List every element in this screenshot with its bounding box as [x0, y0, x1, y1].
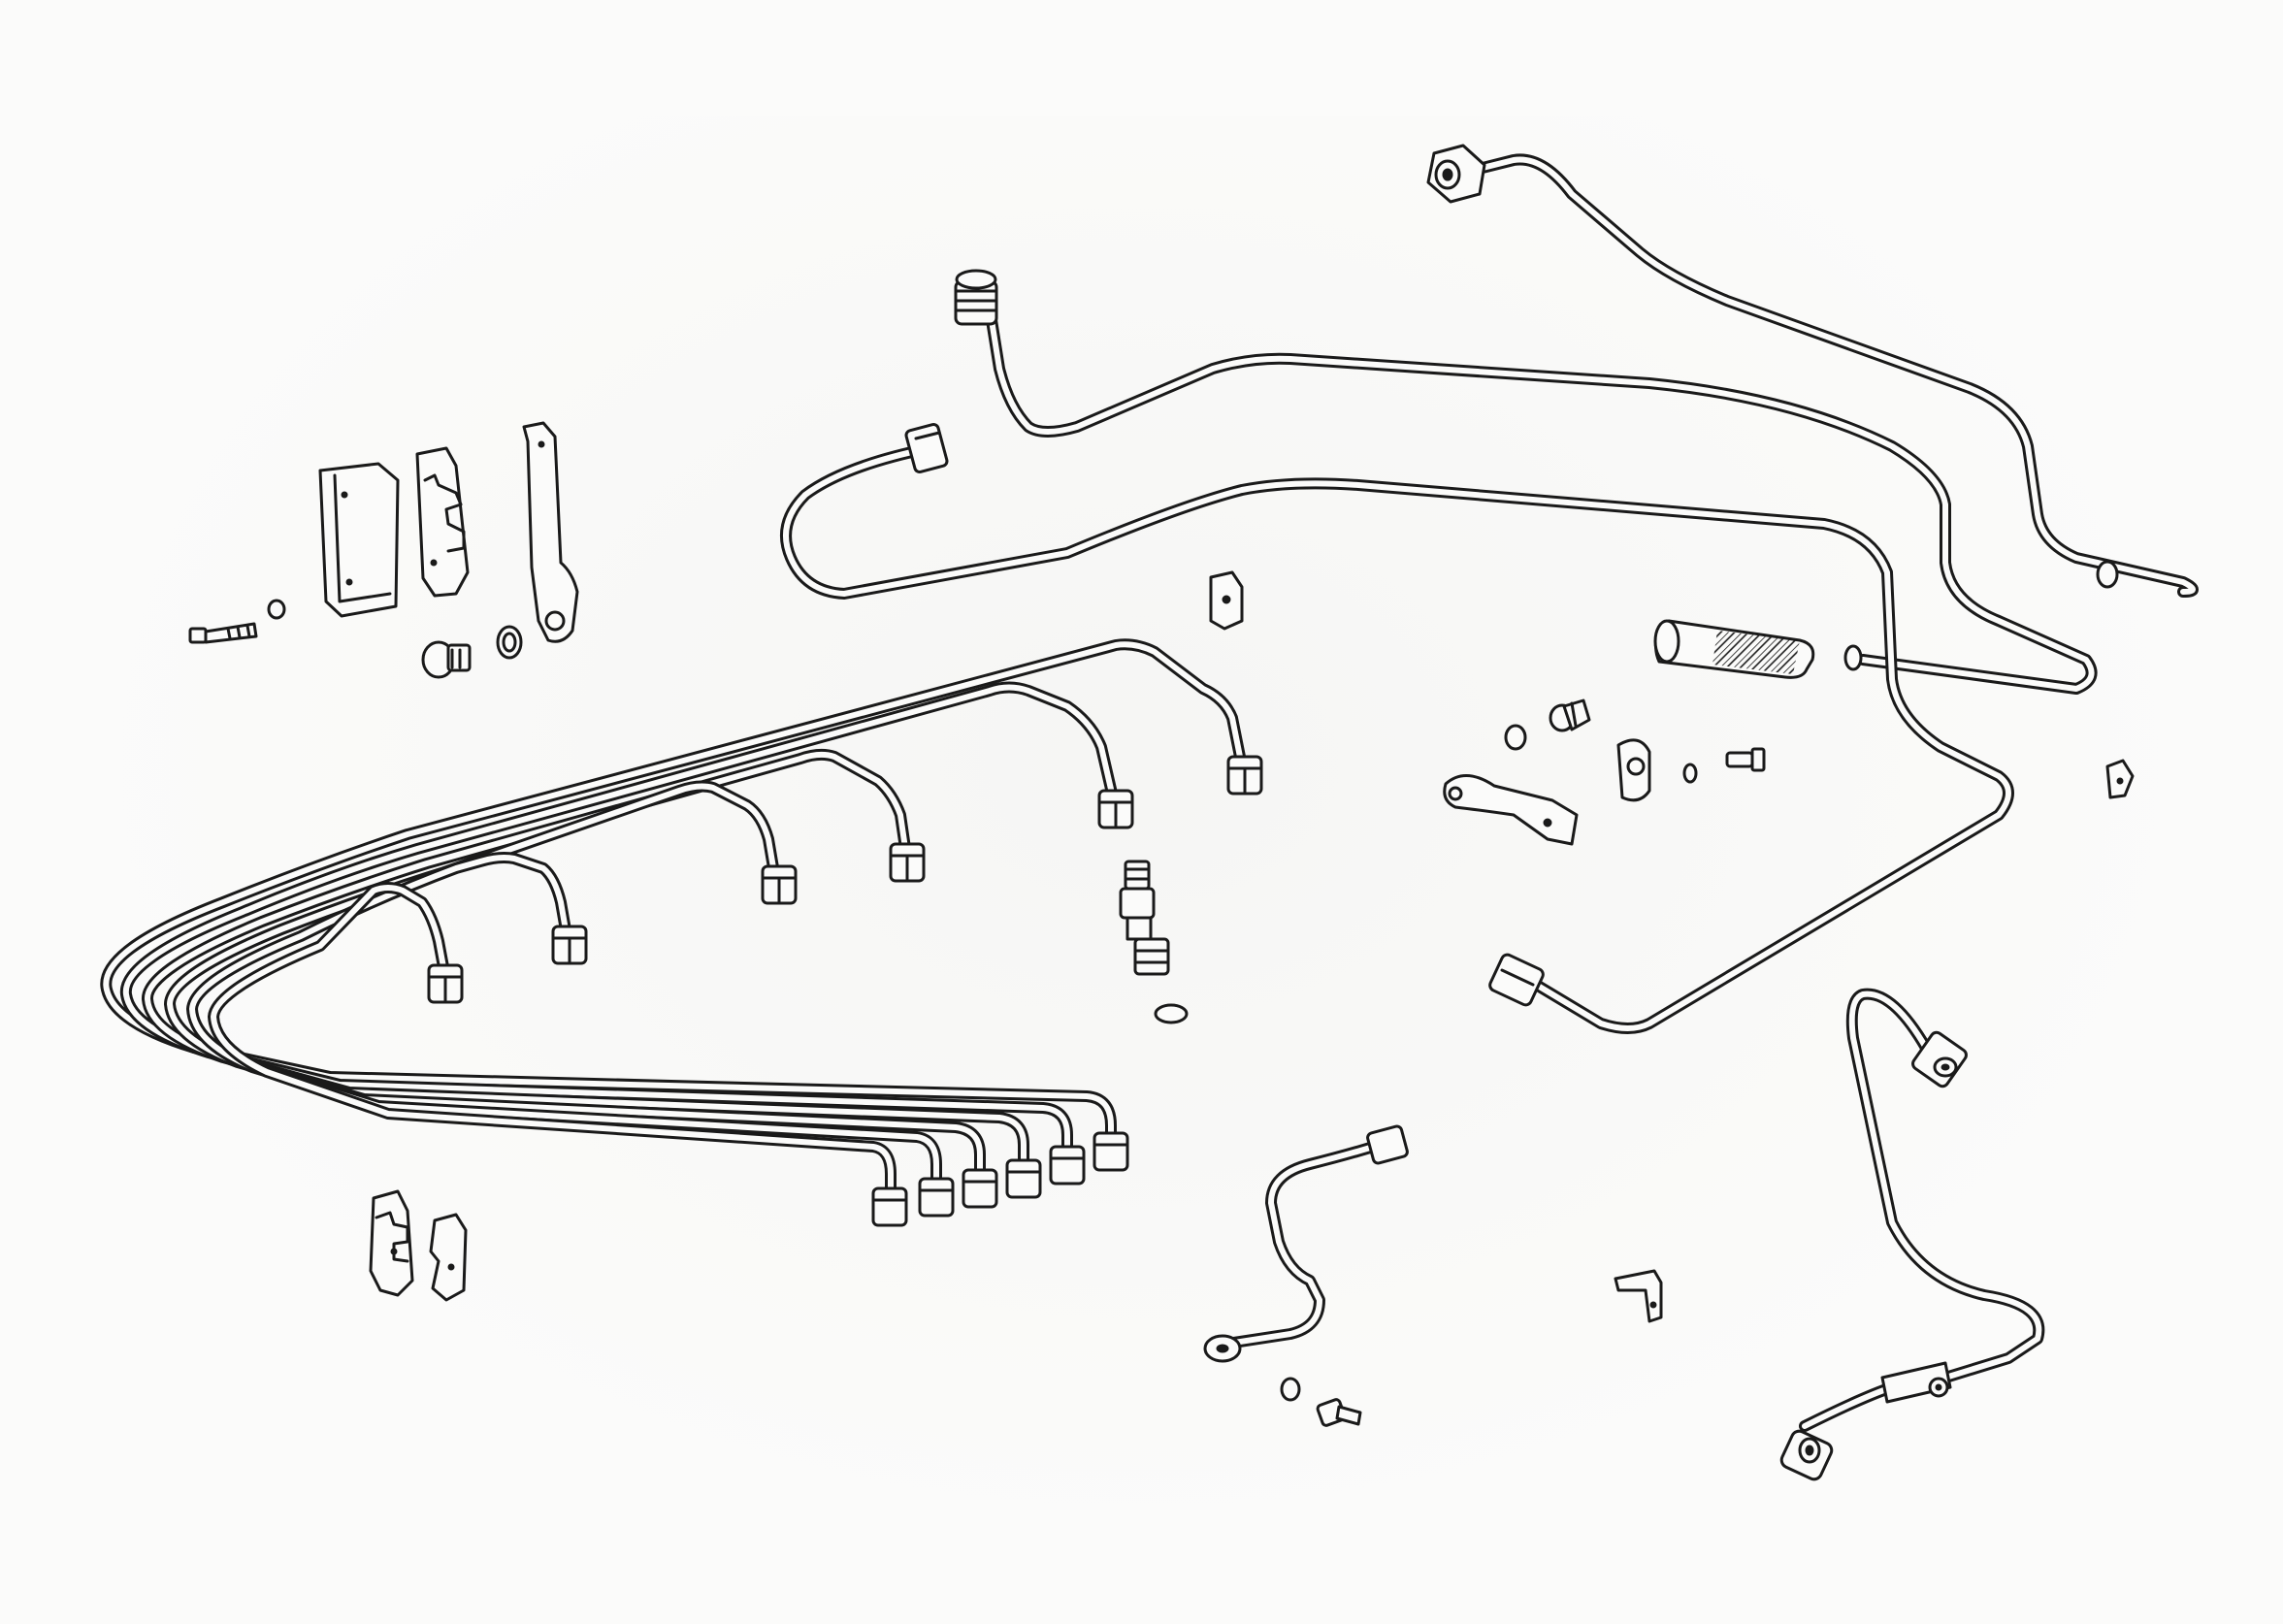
union-nut — [1005, 1158, 1042, 1199]
small-screw — [1316, 1398, 1362, 1427]
return-pipe-middle — [986, 314, 2098, 695]
lock-washer — [267, 599, 286, 620]
injection-line — [208, 882, 897, 1201]
clamp-block-lower — [369, 1189, 414, 1297]
pipe-nut — [904, 422, 949, 474]
short-bent-pipe — [1203, 1124, 1409, 1363]
injector — [1119, 860, 1189, 1024]
union-nut — [889, 842, 926, 883]
hex-nut-fitting — [1779, 1429, 1834, 1481]
hex-bolt — [1549, 698, 1591, 732]
clamp-block-half — [429, 1213, 468, 1302]
union-nut — [427, 963, 464, 1004]
union-nut — [1097, 789, 1134, 829]
small-clip — [1209, 570, 1244, 631]
u-bracket — [318, 462, 400, 618]
return-pipe-loop — [780, 442, 2014, 1034]
union-nut — [1093, 1131, 1129, 1172]
angle-clip — [2105, 759, 2135, 799]
right-bent-pipe — [1779, 988, 2045, 1481]
threaded-fitting — [954, 269, 998, 326]
union-nut — [1049, 1145, 1086, 1186]
sealing-washer — [1154, 1003, 1189, 1024]
pipe-nut-lower — [1488, 953, 1545, 1007]
washer — [1504, 724, 1527, 751]
pipe-nut — [1366, 1124, 1409, 1165]
banjo-fitting — [1203, 1334, 1242, 1363]
return-pipe-upper — [1450, 153, 2199, 598]
clamp-block — [415, 446, 470, 598]
hex-bolt — [421, 640, 472, 679]
small-screw — [1725, 747, 1766, 772]
pipe-clip — [1616, 738, 1651, 802]
washer — [1280, 1377, 1301, 1402]
flat-bracket — [1443, 774, 1579, 846]
rubber-hose — [1653, 619, 1815, 679]
union-nut — [761, 864, 798, 905]
clamp-blocks — [369, 1189, 468, 1302]
long-bolt — [188, 622, 258, 644]
injection-line-set — [100, 638, 1263, 1227]
pipe-open-end — [2096, 560, 2119, 589]
union-nut — [1226, 755, 1263, 796]
mounting-brackets — [188, 421, 579, 679]
lock-washer — [1682, 763, 1698, 784]
tee-fitting — [1880, 1361, 1952, 1404]
union-nut — [871, 1186, 908, 1227]
hex-nut-fitting — [1911, 1030, 1968, 1088]
union-nut — [551, 925, 588, 965]
union-nut — [962, 1168, 998, 1209]
angle-clip — [1614, 1269, 1663, 1323]
washer — [496, 625, 523, 660]
long-return-pipes — [780, 144, 2199, 1034]
angle-bracket — [522, 421, 579, 643]
union-nut — [918, 1177, 955, 1218]
pipe-open-end — [1843, 644, 1863, 671]
hex-nut-fitting — [1426, 144, 1486, 204]
fasteners — [1209, 570, 2135, 1427]
